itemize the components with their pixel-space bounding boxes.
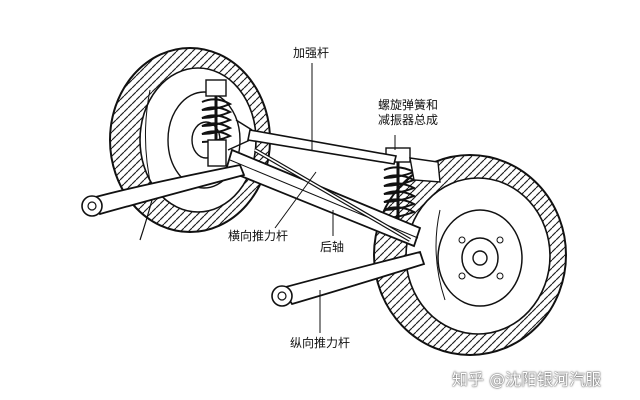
leader-lateral-link: [274, 171, 317, 229]
lateral-link: [253, 148, 412, 242]
label-rear-axle: 后轴: [320, 240, 345, 254]
left-trailing-arm: [81, 163, 246, 241]
label-coil-spring-damper: 螺旋弹簧和 减振器总成: [378, 98, 439, 127]
right-trailing-arm: [271, 250, 426, 307]
watermark: 知乎 @沈阳银河汽服: [452, 370, 602, 389]
label-lateral-link: 横向推力杆: [228, 229, 289, 243]
label-stabilizer-bar: 加强杆: [293, 46, 330, 60]
label-trailing-arm: 纵向推力杆: [290, 336, 351, 350]
left-coil-spring-damper: [201, 79, 233, 167]
leader-lines: [274, 63, 396, 333]
right-wheel: [373, 154, 567, 356]
right-coil-spring-damper: [383, 147, 441, 224]
stabilizer-bar: [227, 119, 397, 165]
